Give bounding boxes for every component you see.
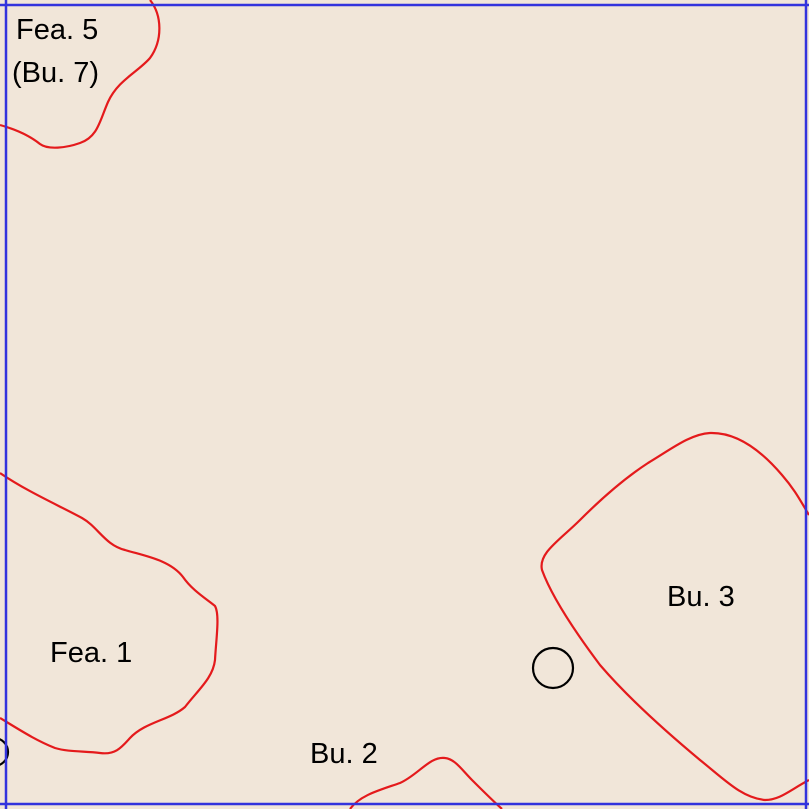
- burial-3-outline[interactable]: [540, 431, 809, 802]
- feature-5-outline[interactable]: [0, 0, 161, 149]
- feature-1-outline[interactable]: [0, 472, 219, 755]
- label-bu-3: Bu. 3: [667, 581, 735, 613]
- label-bu-2: Bu. 2: [310, 738, 378, 770]
- circle-marker-edge[interactable]: [0, 738, 10, 766]
- burial-2-outline[interactable]: [349, 756, 503, 809]
- circle-marker[interactable]: [531, 646, 575, 690]
- label-fea-5: Fea. 5: [16, 14, 98, 46]
- label-bu-7: (Bu. 7): [12, 57, 99, 89]
- label-fea-1: Fea. 1: [50, 637, 132, 669]
